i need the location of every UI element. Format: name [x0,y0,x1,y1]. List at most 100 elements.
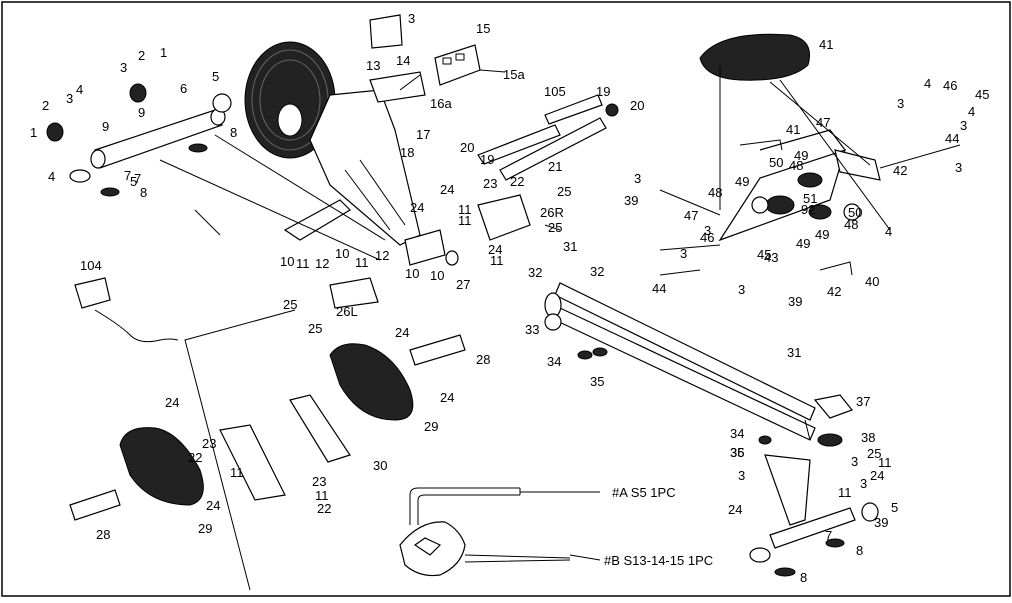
part-callout: 7 [825,528,832,543]
part-callout: 36 [730,445,744,460]
part-callout: 1 [30,125,37,140]
part-callout: 13 [366,58,380,73]
part-callout: 48 [708,185,722,200]
part-callout: 25 [308,321,322,336]
part-callout: 18 [400,145,414,160]
part-callout: 4 [76,82,83,97]
part-callout: 22 [510,174,524,189]
part-callout: 49 [735,174,749,189]
part-callout: 5 [891,500,898,515]
part-callout: 49 [815,227,829,242]
main-rail [544,282,816,441]
part-callout: 11 [230,465,244,480]
part-callout: 7 [134,171,141,186]
part-callout: 3 [120,60,127,75]
part-callout: 45 [757,247,771,262]
part-callout: 10 [405,266,419,281]
part-callout: 4 [48,169,55,184]
part-callout: 5 [130,174,137,189]
part-callout: 8 [230,125,237,140]
part-callout: 29 [198,521,212,536]
part-callout: 8 [856,543,863,558]
part-callout: 22 [188,450,202,465]
part-callout: 11 [355,255,369,270]
part-callout: 4 [885,224,892,239]
part-callout: 26L [336,304,358,319]
part-callout: 1 [160,45,167,60]
rail-joint [329,194,531,309]
part-callout: 14 [396,53,410,68]
part-callout: 11 [315,488,329,503]
part-callout: 11 [878,455,892,470]
part-callout: 15 [476,21,490,36]
part-callout: 3 [634,171,641,186]
part-callout: 19 [480,152,494,167]
part-callout: 25 [548,220,562,235]
part-callout: 6 [180,81,187,96]
part-callout: 23 [312,474,326,489]
part-callout: 46 [943,78,957,93]
part-callout: 46 [700,230,714,245]
left-footrest-icon [69,427,204,521]
part-callout: 24 [440,390,454,405]
allen-wrench-icon [409,487,600,525]
part-callout: 25 [867,446,881,461]
part-callout: 29 [424,419,438,434]
tool-a-caption: #A S5 1PC [612,485,676,500]
part-callout: 5 [212,69,219,84]
part-callout: 3 [738,468,745,483]
part-callout: 105 [544,84,566,99]
part-callout: 22 [317,501,331,516]
part-callout: 31 [563,239,577,254]
part-callout: 24 [206,498,220,513]
part-callout: 42 [827,284,841,299]
part-callout: 24 [165,395,179,410]
part-callout: 11 [458,202,472,217]
part-callout: 10 [335,246,349,261]
part-callout: 8 [800,570,807,585]
part-callout: 26R [540,205,564,220]
part-callout: 48 [789,158,803,173]
part-callout: 9 [138,105,145,120]
part-callout: 10 [430,268,444,283]
part-callout: 10 [280,254,294,269]
leader-lines [159,65,891,591]
part-callout: 11 [838,485,852,500]
part-callout: 2 [42,98,49,113]
seat-icon [659,33,961,276]
part-callout: 3 [66,91,73,106]
part-callout: 3 [738,282,745,297]
part-callout: 24 [410,200,424,215]
part-callout: 104 [80,258,102,273]
part-callout: 3 [704,223,711,238]
part-callout: 44 [945,131,959,146]
part-callout: 4 [968,104,975,119]
console-icon [369,14,506,103]
part-callout: 11 [458,213,472,228]
part-callout: 35 [590,374,604,389]
part-callout: 42 [893,163,907,178]
part-callout: 39 [624,193,638,208]
power-adapter-icon [74,277,179,343]
part-callout: 33 [525,322,539,337]
part-callout: 25 [283,297,297,312]
part-callout: 12 [315,256,329,271]
part-callout: 47 [684,208,698,223]
part-callout: 7 [124,168,131,183]
part-callout: 25 [557,184,571,199]
part-callout: 12 [375,248,389,263]
part-callout: 4 [924,76,931,91]
part-callout: 35 [730,445,744,460]
part-callout: 28 [96,527,110,542]
part-callout: 24 [395,325,409,340]
part-callout: 39 [874,515,888,530]
part-callout: 16a [430,96,452,111]
part-callout: 20 [460,140,474,155]
part-callout: 24 [728,502,742,517]
part-callout: 44 [652,281,666,296]
part-callout: 45 [975,87,989,102]
part-callout: 51 [803,191,817,206]
part-callout: 30 [373,458,387,473]
